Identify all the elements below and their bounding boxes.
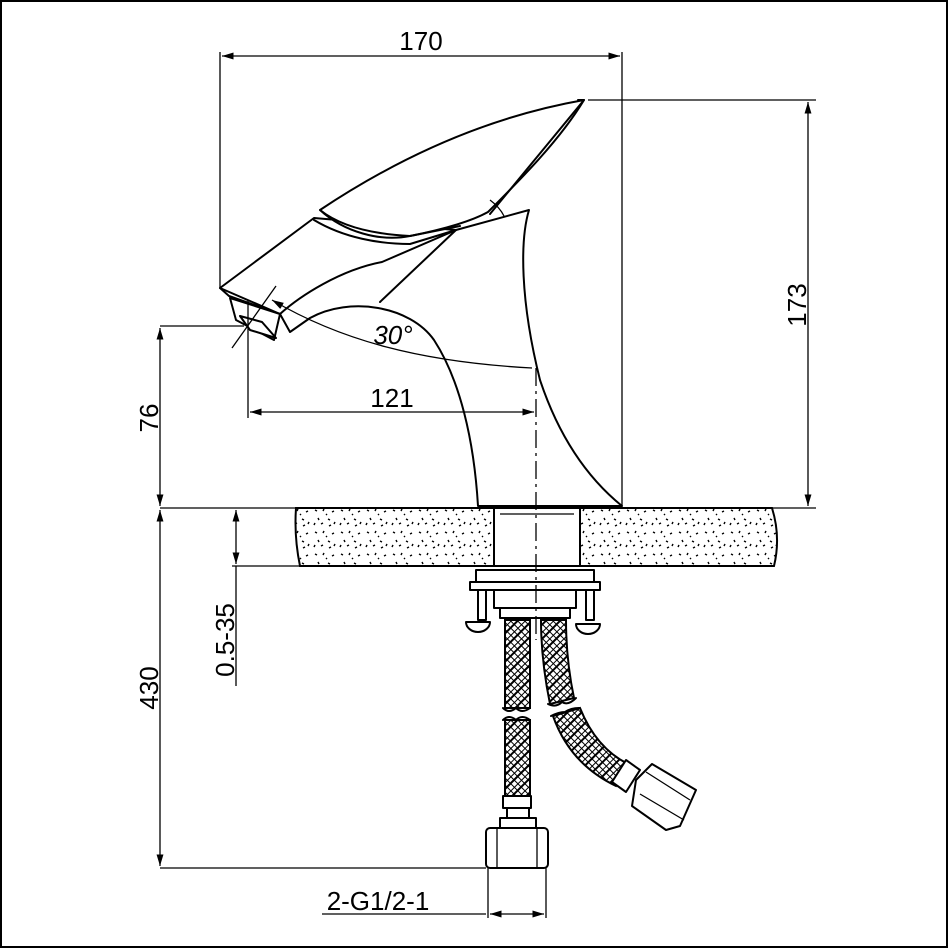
dim-spout-height-label: 76	[134, 404, 164, 433]
countertop	[294, 507, 778, 567]
mounting-nut-right	[575, 623, 601, 635]
dim-thickness-label: 0.5-35	[210, 603, 240, 677]
lever-handle	[319, 99, 585, 237]
faucet-body	[219, 99, 623, 507]
extension-lines	[160, 52, 816, 918]
dim-height-label: 173	[782, 283, 812, 326]
mounting-nut-left	[465, 621, 491, 633]
dim-width-label: 170	[399, 26, 442, 56]
mounting-hardware	[465, 569, 601, 635]
mounting-hole	[493, 507, 581, 567]
dim-connection-label: 2-G1/2-1	[327, 886, 430, 916]
dim-below-label: 430	[134, 666, 164, 709]
mounting-stud-right	[585, 589, 595, 621]
hex-nut-bent-hose	[631, 763, 697, 831]
dim-reach-label: 121	[370, 383, 413, 413]
dim-angle-label: 30°	[373, 320, 412, 350]
dim-arc-lever	[489, 199, 505, 217]
mounting-stud-left	[477, 589, 487, 621]
supply-hoses	[485, 619, 697, 869]
dim-arc-angle	[271, 299, 533, 369]
